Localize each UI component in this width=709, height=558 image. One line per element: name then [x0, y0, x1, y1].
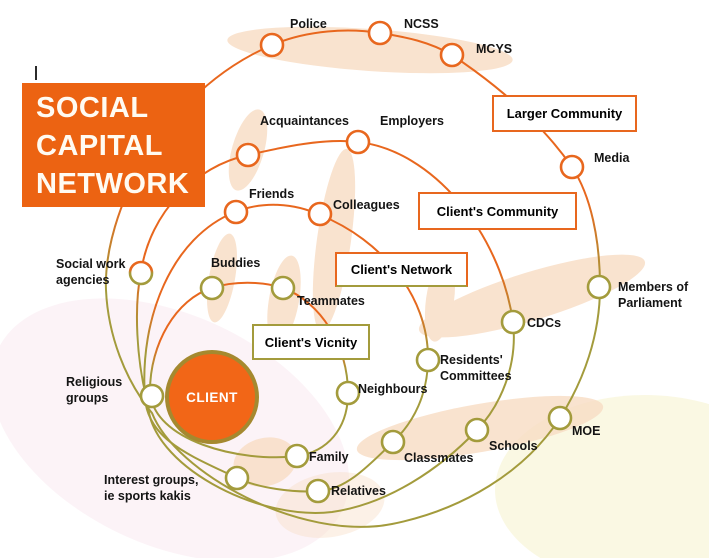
label-line: Interest groups, [104, 473, 199, 487]
label-media: Media [594, 150, 629, 166]
node-members-of-parliament [586, 274, 612, 300]
slide-title-line: SOCIAL [36, 92, 149, 124]
node-family [284, 443, 310, 469]
ring-box-clients-vicinity: Client's Vicnity [252, 324, 370, 360]
node-interest-groups [224, 465, 250, 491]
node-friends [223, 199, 249, 225]
text-cursor-artifact [35, 66, 37, 80]
node-employers [345, 129, 371, 155]
decorative-wash-pink [0, 298, 349, 558]
decorative-blob [227, 26, 513, 74]
node-religious-groups [139, 383, 165, 409]
label-line: Parliament [618, 296, 682, 310]
label-members-of-parliament: Members of Parliament [618, 279, 688, 311]
label-buddies: Buddies [211, 255, 260, 271]
label-cdcs: CDCs [527, 315, 561, 331]
label-teammates: Teammates [297, 293, 365, 309]
label-line: Schools [489, 439, 538, 453]
node-mcys [439, 42, 465, 68]
label-line: groups [66, 391, 109, 405]
node-classmates [380, 429, 406, 455]
node-relatives [305, 478, 331, 504]
label-employers: Employers [380, 113, 444, 129]
client-label: CLIENT [186, 390, 238, 405]
label-line: Teammates [297, 294, 365, 308]
label-interest-groups: Interest groups, ie sports kakis [104, 472, 198, 504]
node-colleagues [307, 201, 333, 227]
label-religious-groups: Religious groups [66, 374, 122, 406]
node-teammates [270, 275, 296, 301]
node-residents-committees [415, 347, 441, 373]
label-ncss: NCSS [404, 16, 439, 32]
client-node [165, 350, 259, 444]
node-cdcs [500, 309, 526, 335]
ring-box-clients-community: Client's Community [418, 192, 577, 230]
label-line: Employers [380, 114, 444, 128]
node-buddies [199, 275, 225, 301]
label-line: Committees [440, 369, 512, 383]
label-line: CDCs [527, 316, 562, 330]
slide-title-line: CAPITAL [36, 130, 164, 162]
label-line: Buddies [211, 256, 261, 270]
label-line: Relatives [331, 484, 386, 498]
label-friends: Friends [249, 186, 294, 202]
label-line: Acquaintances [260, 114, 349, 128]
node-police [259, 32, 285, 58]
label-line: MOE [572, 424, 601, 438]
label-mcys: MCYS [476, 41, 512, 57]
node-ncss [367, 20, 393, 46]
label-acquaintances: Acquaintances [260, 113, 349, 129]
label-line: Members of [618, 280, 689, 294]
label-line: Friends [249, 187, 295, 201]
node-social-work-agencies [128, 260, 154, 286]
label-line: Neighbours [358, 382, 428, 396]
decorative-blob [312, 148, 356, 332]
label-line: Family [309, 450, 349, 464]
label-line: Social work [56, 257, 126, 271]
label-line: Classmates [404, 451, 474, 465]
label-classmates: Classmates [404, 450, 474, 466]
label-line: Religious [66, 375, 123, 389]
label-colleagues: Colleagues [333, 197, 400, 213]
label-line: agencies [56, 273, 110, 287]
node-schools [464, 417, 490, 443]
label-moe: MOE [572, 423, 600, 439]
label-schools: Schools [489, 438, 538, 454]
decorative-blob [275, 472, 385, 538]
label-line: MCYS [476, 42, 513, 56]
ring-box-clients-network: Client's Network [335, 252, 468, 287]
label-residents-committees: Residents' Committees [440, 352, 512, 384]
label-social-work-agencies: Social work agencies [56, 256, 125, 288]
node-acquaintances [235, 142, 261, 168]
node-neighbours [335, 380, 361, 406]
label-relatives: Relatives [331, 483, 386, 499]
label-line: Police [290, 17, 327, 31]
decorative-blob [233, 437, 297, 487]
node-moe [547, 405, 573, 431]
label-police: Police [290, 16, 327, 32]
label-line: Residents' [440, 353, 503, 367]
slide-title-line: NETWORK [36, 168, 190, 200]
label-neighbours: Neighbours [358, 381, 427, 397]
ring-box-larger-community: Larger Community [492, 95, 637, 132]
decorative-blob [418, 254, 646, 338]
label-family: Family [309, 449, 349, 465]
label-line: ie sports kakis [104, 489, 191, 503]
label-line: Media [594, 151, 630, 165]
label-line: Colleagues [333, 198, 400, 212]
ring-clients-community [136, 140, 515, 514]
node-media [559, 154, 585, 180]
decorative-blob [207, 233, 237, 323]
slide-title: SOCIAL CAPITAL NETWORK [22, 83, 205, 207]
label-line: NCSS [404, 17, 439, 31]
